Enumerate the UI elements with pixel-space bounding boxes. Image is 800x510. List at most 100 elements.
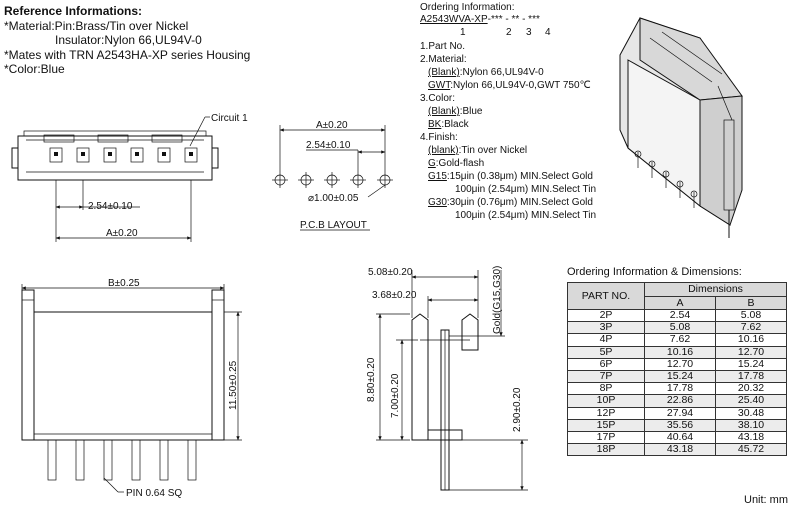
side-view <box>376 270 528 491</box>
order-finish-blank-key: (blank) <box>428 145 459 156</box>
pcb-layout <box>272 125 393 231</box>
label-circuit-1: Circuit 1 <box>211 113 248 124</box>
ordering-code: A2543WVA-XP-*** - ** - *** <box>420 14 540 26</box>
dim-pitch-top: 2.54±0.10 <box>88 201 133 212</box>
col-header-a: A <box>644 295 716 310</box>
dim-b: B±0.25 <box>108 278 140 289</box>
cell-part: 8P <box>567 382 645 396</box>
order-finish-g15-val: :15μin (0.38μm) MIN.Select Gold <box>446 171 593 182</box>
order-finish-blank: (blank):Tin over Nickel <box>428 145 527 157</box>
top-view-pins <box>49 147 198 163</box>
cell-part: 10P <box>567 394 645 408</box>
order-color-blank-val: :Blue <box>459 106 483 117</box>
dim-a-pcb: A±0.20 <box>316 120 348 131</box>
order-material-heading: 2.Material: <box>420 54 467 65</box>
cell-part: 18P <box>567 443 645 457</box>
order-color-blank: (Blank):Blue <box>428 106 482 118</box>
ordering-code-num-3: 3 <box>526 27 532 38</box>
order-finish-g-val: :Gold-flash <box>435 158 485 169</box>
cell-b: 43.18 <box>715 430 787 445</box>
order-finish-g-key: G <box>428 158 436 169</box>
label-gold-plating: Gold(G15,G30) <box>492 266 503 334</box>
order-finish-blank-val: :Tin over Nickel <box>458 145 528 156</box>
order-material-blank: (Blank):Nylon 66,UL94V-0 <box>428 67 544 79</box>
reference-title: Reference Informations: <box>4 4 143 18</box>
cell-b: 30.48 <box>715 406 787 420</box>
dim-290: 2.90±0.20 <box>512 387 523 432</box>
top-view <box>11 116 219 242</box>
order-material-gwt-key: GWT <box>428 80 451 91</box>
dim-508: 5.08±0.20 <box>368 267 413 278</box>
order-finish-g30-val: :30μin (0.76μm) MIN.Select Gold <box>446 197 593 208</box>
cell-a: 2.54 <box>644 308 716 323</box>
cell-part: 4P <box>567 333 645 347</box>
order-color-bk: BK:Black <box>428 119 469 131</box>
reference-line-mates: *Mates with TRN A2543HA-XP series Housin… <box>4 48 251 62</box>
cell-a: 27.94 <box>644 406 716 420</box>
cell-part: 15P <box>567 418 645 432</box>
order-material-gwt-val: :Nylon 66,UL94V-0,GWT 750℃ <box>450 80 591 91</box>
order-part-no: 1.Part No. <box>420 41 466 52</box>
order-color-blank-key: (Blank) <box>428 106 460 117</box>
cell-b: 5.08 <box>715 308 787 323</box>
ordering-code-num-1: 1 <box>460 27 466 38</box>
cell-a: 12.70 <box>644 357 716 371</box>
cell-b: 12.70 <box>715 345 787 359</box>
cell-a: 15.24 <box>644 369 716 384</box>
dim-880: 8.80±0.20 <box>366 357 377 402</box>
order-finish-g: G:Gold-flash <box>428 158 484 170</box>
cell-a: 7.62 <box>644 333 716 347</box>
cell-a: 5.08 <box>644 321 716 335</box>
order-color-heading: 3.Color: <box>420 93 456 104</box>
cell-a: 35.56 <box>644 418 716 432</box>
order-color-bk-key: BK <box>428 119 442 130</box>
label-pin-sq: PIN 0.64 SQ <box>126 488 182 499</box>
cell-a: 10.16 <box>644 345 716 359</box>
cell-b: 17.78 <box>715 369 787 384</box>
cell-b: 15.24 <box>715 357 787 371</box>
cell-b: 45.72 <box>715 443 787 457</box>
cell-b: 10.16 <box>715 333 787 347</box>
order-finish-heading: 4.Finish: <box>420 132 458 143</box>
unit-label: Unit: mm <box>744 494 788 506</box>
pcb-layout-title: P.C.B LAYOUT <box>300 220 367 231</box>
order-color-bk-val: :Black <box>441 119 469 130</box>
cell-b: 38.10 <box>715 418 787 432</box>
iso-view <box>619 17 743 238</box>
order-material-blank-key: (Blank) <box>428 67 460 78</box>
dim-height-1150: 11.50±0.25 <box>228 360 239 410</box>
cell-b: 20.32 <box>715 382 787 396</box>
ordering-title: Ordering Information: <box>420 2 515 13</box>
order-finish-g30: G30:30μin (0.76μm) MIN.Select Gold <box>428 197 593 209</box>
order-finish-g30-line2: 100μin (2.54μm) MIN.Select Tin <box>455 210 597 221</box>
reference-line-insulator: Insulator:Nylon 66,UL94V-0 <box>55 33 202 47</box>
col-header-part-no: PART NO. <box>567 282 645 310</box>
cell-b: 7.62 <box>715 321 787 335</box>
order-material-blank-val: :Nylon 66,UL94V-0 <box>459 67 544 78</box>
cell-a: 22.86 <box>644 394 716 408</box>
cell-part: 12P <box>567 406 645 420</box>
order-finish-g15-key: G15 <box>428 171 447 182</box>
cell-part: 5P <box>567 345 645 359</box>
cell-a: 40.64 <box>644 430 716 445</box>
reference-line-material: *Material:Pin:Brass/Tin over Nickel <box>4 19 189 33</box>
col-header-b: B <box>715 295 787 310</box>
dim-hole-pcb: ⌀1.00±0.05 <box>308 193 359 204</box>
cell-part: 17P <box>567 430 645 445</box>
cell-part: 6P <box>567 357 645 371</box>
order-finish-g30-key: G30 <box>428 197 447 208</box>
dim-pitch-pcb: 2.54±0.10 <box>306 140 351 151</box>
